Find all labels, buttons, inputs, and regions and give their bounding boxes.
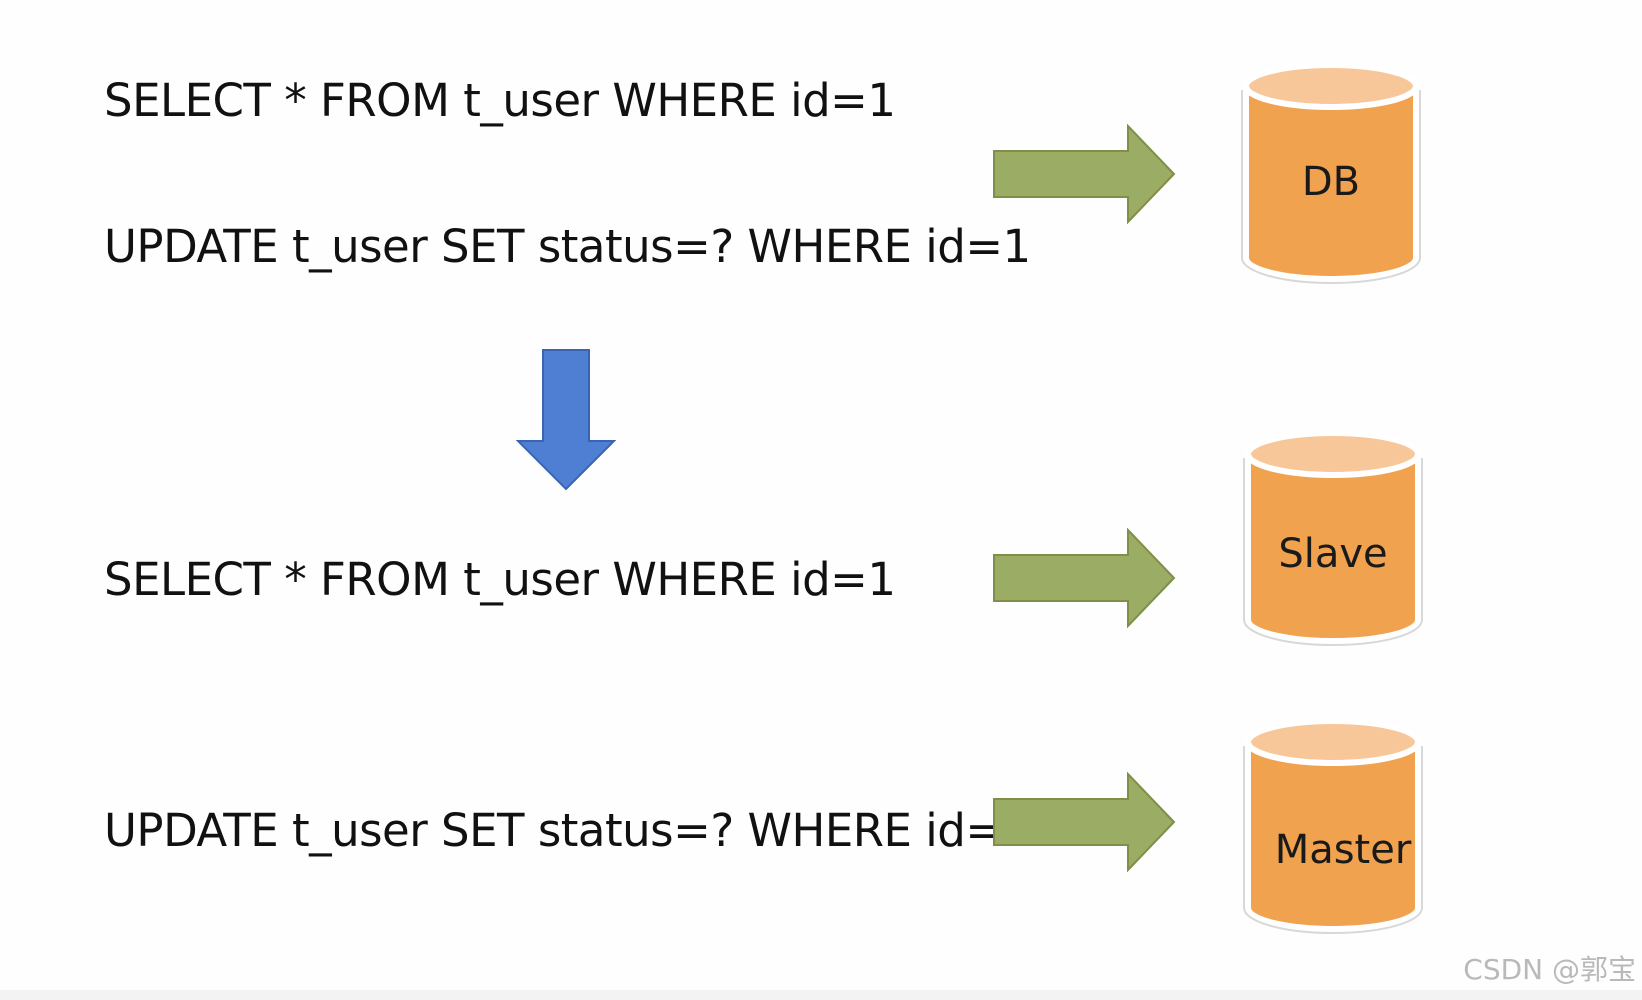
sql-update-statement-routed: UPDATE t_user SET status=? WHERE id=1 (104, 804, 1031, 857)
sql-select-statement-routed: SELECT * FROM t_user WHERE id=1 (104, 553, 896, 606)
arrow-down-icon (516, 349, 616, 491)
sql-update-statement-top: UPDATE t_user SET status=? WHERE id=1 (104, 220, 1031, 273)
database-slave-icon (1243, 430, 1423, 646)
database-slave-label: Slave (1278, 531, 1388, 577)
bottom-band (0, 990, 1642, 1000)
database-db-label: DB (1301, 159, 1361, 205)
watermark: CSDN @郭宝 (1463, 953, 1636, 986)
arrow-right-icon (993, 124, 1176, 224)
database-master-label: Master (1274, 827, 1412, 873)
database-db-icon (1241, 62, 1421, 284)
sql-select-statement-top: SELECT * FROM t_user WHERE id=1 (104, 74, 896, 127)
database-master-icon (1243, 718, 1423, 934)
arrow-right-icon (993, 772, 1176, 872)
arrow-right-icon (993, 528, 1176, 628)
